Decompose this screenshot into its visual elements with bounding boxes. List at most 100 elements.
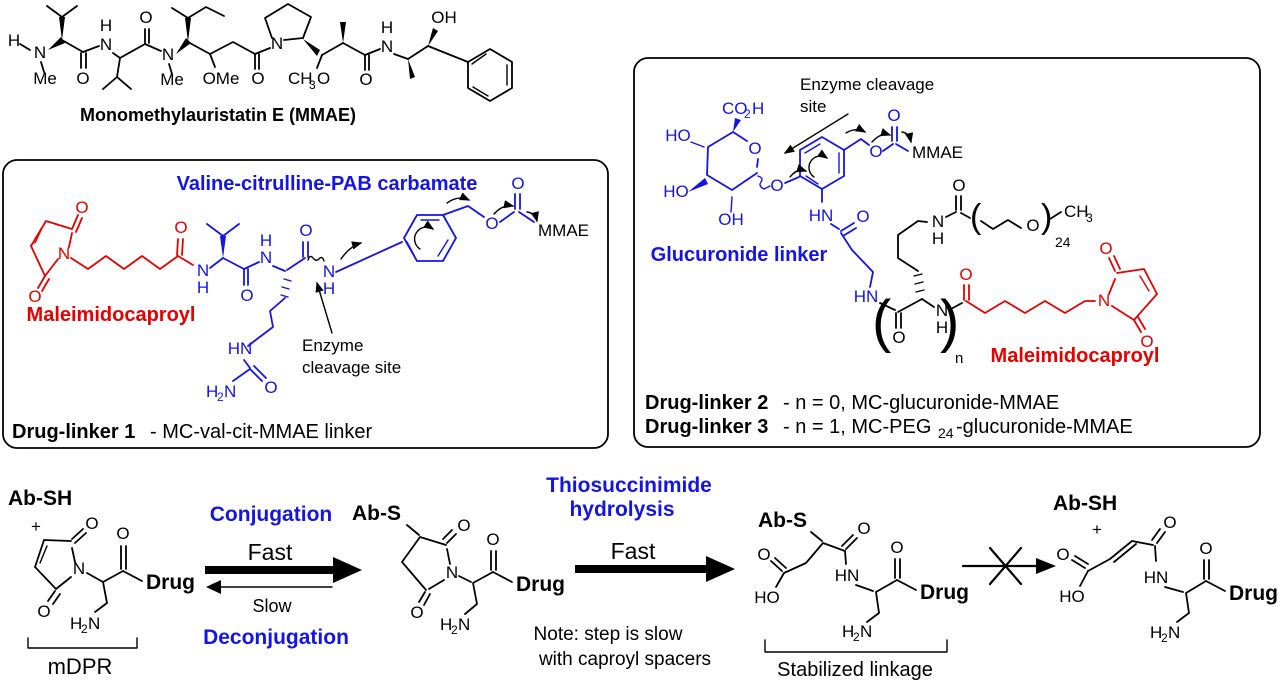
- box2-enzyme-note: Enzyme cleavage: [800, 75, 934, 94]
- wedge-bond: [176, 38, 191, 54]
- ab-s-label: Ab-S: [352, 502, 401, 525]
- reaction-scheme: Ab-SH + O O N O Drug H 2 N mDPR Conjugat…: [8, 474, 1278, 681]
- box1-caption: - MC-val-cit-MMAE linker: [150, 421, 373, 443]
- atom-label: H: [440, 615, 452, 634]
- atom-label: N: [458, 615, 470, 634]
- box1-mc-label: Maleimidocaproyl: [27, 304, 196, 326]
- atom-label: O: [174, 218, 187, 237]
- atom-label: 2: [451, 623, 458, 637]
- atom-label: O: [410, 603, 423, 622]
- plus-sign: +: [1092, 520, 1102, 539]
- atom-label: N: [197, 261, 209, 280]
- atom-label: HO: [663, 182, 689, 201]
- atom-label: CH: [288, 69, 313, 88]
- deconjugation-label: Deconjugation: [203, 626, 349, 649]
- note-label: with caproyl spacers: [538, 649, 711, 670]
- atom-label: O: [1056, 545, 1069, 564]
- atom-label: O: [485, 214, 498, 233]
- atom-label: O: [757, 545, 770, 564]
- enzyme-site-arrow: [783, 113, 849, 154]
- atom-label: O: [28, 287, 41, 306]
- atom-label: O: [511, 174, 524, 193]
- atom-label: N: [271, 34, 283, 53]
- atom-label: H: [1150, 623, 1162, 642]
- atom-label: 2: [853, 630, 860, 644]
- atom-label: H: [842, 622, 854, 641]
- atom-label: H: [8, 31, 20, 50]
- drug-label: Drug: [516, 573, 565, 596]
- blocked-arrow: [961, 546, 1056, 586]
- atom-label: O: [887, 106, 900, 125]
- atom-label: O: [1163, 513, 1176, 532]
- atom-label: N: [88, 614, 100, 633]
- mmae-title: Monomethylauristatin E (MMAE): [80, 105, 356, 125]
- box1-mmae-label: MMAE: [538, 221, 589, 240]
- box2-pab-carbamate: HN O O: [799, 106, 909, 225]
- atom-label: H: [100, 16, 112, 35]
- conjugation-label: Conjugation: [210, 503, 332, 526]
- atom-label: HO: [665, 126, 691, 145]
- drug-label: Drug: [1229, 582, 1278, 605]
- box1-border: [2, 159, 609, 449]
- wedge-bond: [303, 39, 320, 56]
- atom-label: HN: [809, 206, 834, 225]
- atom-label: H: [70, 614, 82, 633]
- wedge-bond: [340, 22, 346, 43]
- thiosuccinimide-structure: Ab-S N O O O Drug H 2 N: [352, 502, 565, 637]
- paren: ): [940, 289, 959, 354]
- plus-sign: +: [31, 517, 41, 536]
- atom-label: N: [58, 244, 70, 263]
- atom-label: OMe: [203, 69, 240, 88]
- atom-label: CO: [722, 99, 748, 118]
- wedge-bond: [48, 37, 65, 50]
- atom-label: O: [748, 139, 761, 158]
- atom-label: HN: [854, 287, 879, 306]
- atom-label: O: [139, 8, 152, 27]
- paren: ): [1041, 198, 1052, 236]
- enzyme-site-arrow: [315, 281, 333, 334]
- conjugation-arrows: Conjugation Fast Slow Deconjugation: [203, 503, 362, 649]
- mdpr-label: mDPR: [48, 654, 113, 679]
- wedge-bond: [220, 236, 226, 258]
- atom-label: O: [85, 514, 98, 533]
- stabilized-structure: Ab-S O HN O HO O Drug H 2 N Stabilized l…: [754, 509, 969, 681]
- box2-caption3-sub: 24: [938, 425, 954, 441]
- atom-label: O: [116, 524, 129, 543]
- atom-label: HO: [1059, 587, 1085, 606]
- atom-label: O: [240, 286, 253, 305]
- atom-label: O: [959, 265, 972, 284]
- atom-label: O: [251, 69, 264, 88]
- thio-label: hydrolysis: [569, 498, 674, 521]
- atom-label: H: [932, 229, 944, 248]
- ab-s-label: Ab-S: [758, 509, 807, 532]
- atom-label: 2: [744, 107, 751, 121]
- atom-label: O: [892, 328, 905, 347]
- atom-label: O: [299, 221, 312, 240]
- atom-label: HN: [1144, 568, 1169, 587]
- box2-caption2: - n = 0, MC-glucuronide-MMAE: [783, 392, 1059, 414]
- box2-peg-chain: O ( O ) 24 CH 3: [945, 176, 1093, 250]
- wedge-bond: [185, 18, 191, 42]
- ab-sh-label: Ab-SH: [8, 487, 72, 510]
- box1-enzyme-note: Enzyme: [302, 336, 363, 355]
- atom-label: N: [162, 45, 174, 64]
- atom-label: O: [856, 207, 869, 226]
- box2-drug-linkers-2-3: Enzyme cleavage site O CO 2 H HO HO OH O: [633, 57, 1261, 448]
- atom-label: CH: [1064, 202, 1089, 221]
- atom-label: HN: [835, 566, 860, 585]
- atom-label: O: [75, 198, 88, 217]
- atom-label: N: [936, 301, 948, 320]
- atom-label: O: [359, 70, 372, 89]
- atom-label: H: [936, 318, 948, 337]
- atom-label: N: [381, 37, 393, 56]
- atom-label: N: [260, 248, 272, 267]
- atom-label: H: [206, 382, 218, 401]
- atom-label: N: [100, 35, 112, 54]
- drug-label: Drug: [920, 581, 969, 604]
- atom-label: N: [34, 43, 46, 62]
- atom-label: Me: [160, 70, 184, 89]
- atom-label: 2: [1161, 631, 1168, 645]
- wedge-bond: [408, 59, 415, 79]
- box2-linker-tail: O HN: [830, 207, 879, 306]
- fast-label: Fast: [611, 538, 656, 564]
